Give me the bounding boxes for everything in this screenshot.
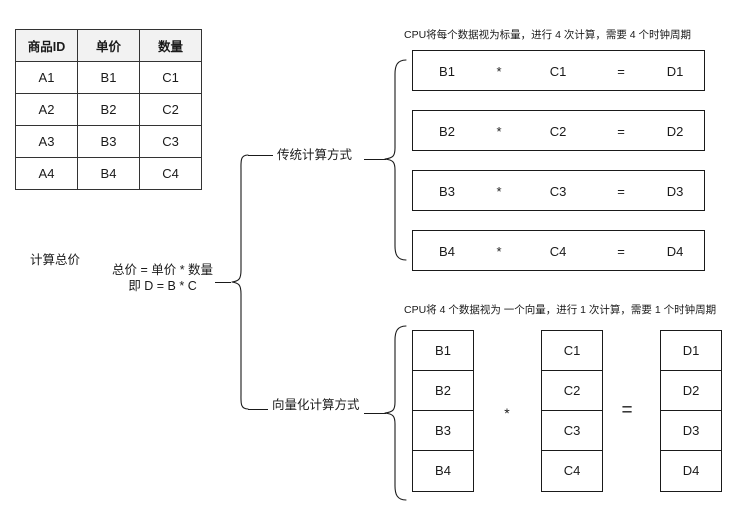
- equals-operator: =: [617, 184, 625, 199]
- vector-cell: C4: [563, 463, 581, 478]
- vector-cell: C2: [542, 371, 602, 411]
- multiply-operator: *: [496, 64, 502, 79]
- table-cell: A4: [15, 157, 78, 190]
- formula-line-1: 总价 = 单价 * 数量: [112, 263, 214, 277]
- connector-formula-to-brace: [215, 282, 231, 283]
- multiply-operator: *: [496, 124, 502, 139]
- scalar-result-d: D3: [666, 184, 684, 199]
- vector-caption: CPU将 4 个数据视为 一个向量，进行 1 次计算，需要 1 个时钟周期: [404, 304, 717, 316]
- table-header-cell: 单价: [77, 29, 140, 62]
- table-header-cell: 商品ID: [15, 29, 78, 62]
- scalar-operand-c: C1: [549, 64, 567, 79]
- scalar-equation-row: B3 * C3 = D3: [412, 170, 705, 211]
- equals-operator: =: [617, 64, 625, 79]
- scalar-equation-row: B2 * C2 = D2: [412, 110, 705, 151]
- vector-column-d: D1 D2 D3 D4: [660, 330, 722, 492]
- scalar-operand-c: C4: [549, 244, 567, 259]
- scalar-result-d: D4: [666, 244, 684, 259]
- equals-operator: =: [617, 244, 625, 259]
- table-cell: B3: [77, 125, 140, 158]
- scalar-group-brace: [384, 59, 407, 261]
- scalar-result-d: D2: [666, 124, 684, 139]
- scalar-operand-b: B3: [439, 184, 455, 199]
- table-cell: A3: [15, 125, 78, 158]
- vector-column-c: C1 C2 C3 C4: [541, 330, 603, 492]
- scalar-operand-c: C2: [549, 124, 567, 139]
- equals-operator: =: [617, 124, 625, 139]
- scalar-result-d: D1: [666, 64, 684, 79]
- table-cell: C1: [139, 61, 202, 94]
- vector-cell: B3: [413, 411, 473, 451]
- table-header-row: 商品ID 单价 数量: [15, 29, 202, 62]
- scalar-equation-row: B4 * C4 = D4: [412, 230, 705, 271]
- table-row: A1 B1 C1: [15, 61, 202, 94]
- vector-cell: C3: [542, 411, 602, 451]
- vector-cell: C1: [542, 331, 602, 371]
- connector-traditional-to-scalar-brace: [364, 159, 386, 160]
- scalar-caption: CPU将每个数据视为标量，进行 4 次计算，需要 4 个时钟周期: [404, 29, 692, 41]
- branch-label-vector: 向量化计算方式: [272, 398, 360, 412]
- table-cell: B4: [77, 157, 140, 190]
- vector-multiply-operator: *: [504, 405, 510, 421]
- vector-cell: D1: [661, 331, 721, 371]
- calc-total-label: 计算总价: [30, 253, 81, 267]
- scalar-operand-b: B2: [439, 124, 455, 139]
- table-cell: A1: [15, 61, 78, 94]
- table-row: A2 B2 C2: [15, 93, 202, 126]
- table-header-cell: 数量: [139, 29, 202, 62]
- vector-cell: B2: [413, 371, 473, 411]
- vector-equals-operator: =: [621, 400, 633, 421]
- scalar-operand-c: C3: [549, 184, 567, 199]
- table-cell: B1: [77, 61, 140, 94]
- table-cell: A2: [15, 93, 78, 126]
- table-cell: C3: [139, 125, 202, 158]
- connector-brace-to-traditional: [248, 155, 273, 156]
- vector-cell: B1: [413, 331, 473, 371]
- vector-cell: D2: [661, 371, 721, 411]
- connector-brace-to-vector: [248, 409, 268, 410]
- branch-label-traditional: 传统计算方式: [277, 148, 353, 162]
- main-split-brace: [231, 154, 249, 410]
- multiply-operator: *: [496, 184, 502, 199]
- vector-cell: B4: [435, 463, 451, 478]
- formula-line-2: 即 D = B * C: [128, 279, 197, 293]
- table-cell: C2: [139, 93, 202, 126]
- multiply-operator: *: [496, 244, 502, 259]
- table-row: A3 B3 C3: [15, 125, 202, 158]
- table-cell: C4: [139, 157, 202, 190]
- vector-cell: D4: [682, 463, 700, 478]
- table-cell: B2: [77, 93, 140, 126]
- connector-vector-to-vector-brace: [364, 413, 386, 414]
- product-data-table: 商品ID 单价 数量 A1 B1 C1 A2 B2 C2 A3 B3 C3: [15, 29, 202, 190]
- vector-cell: D3: [661, 411, 721, 451]
- vector-column-b: B1 B2 B3 B4: [412, 330, 474, 492]
- table-row: A4 B4 C4: [15, 157, 202, 190]
- scalar-operand-b: B4: [439, 244, 455, 259]
- scalar-equation-row: B1 * C1 = D1: [412, 50, 705, 91]
- vector-group-brace: [384, 325, 407, 501]
- formula-text: 总价 = 单价 * 数量 即 D = B * C: [112, 262, 213, 294]
- scalar-operand-b: B1: [439, 64, 455, 79]
